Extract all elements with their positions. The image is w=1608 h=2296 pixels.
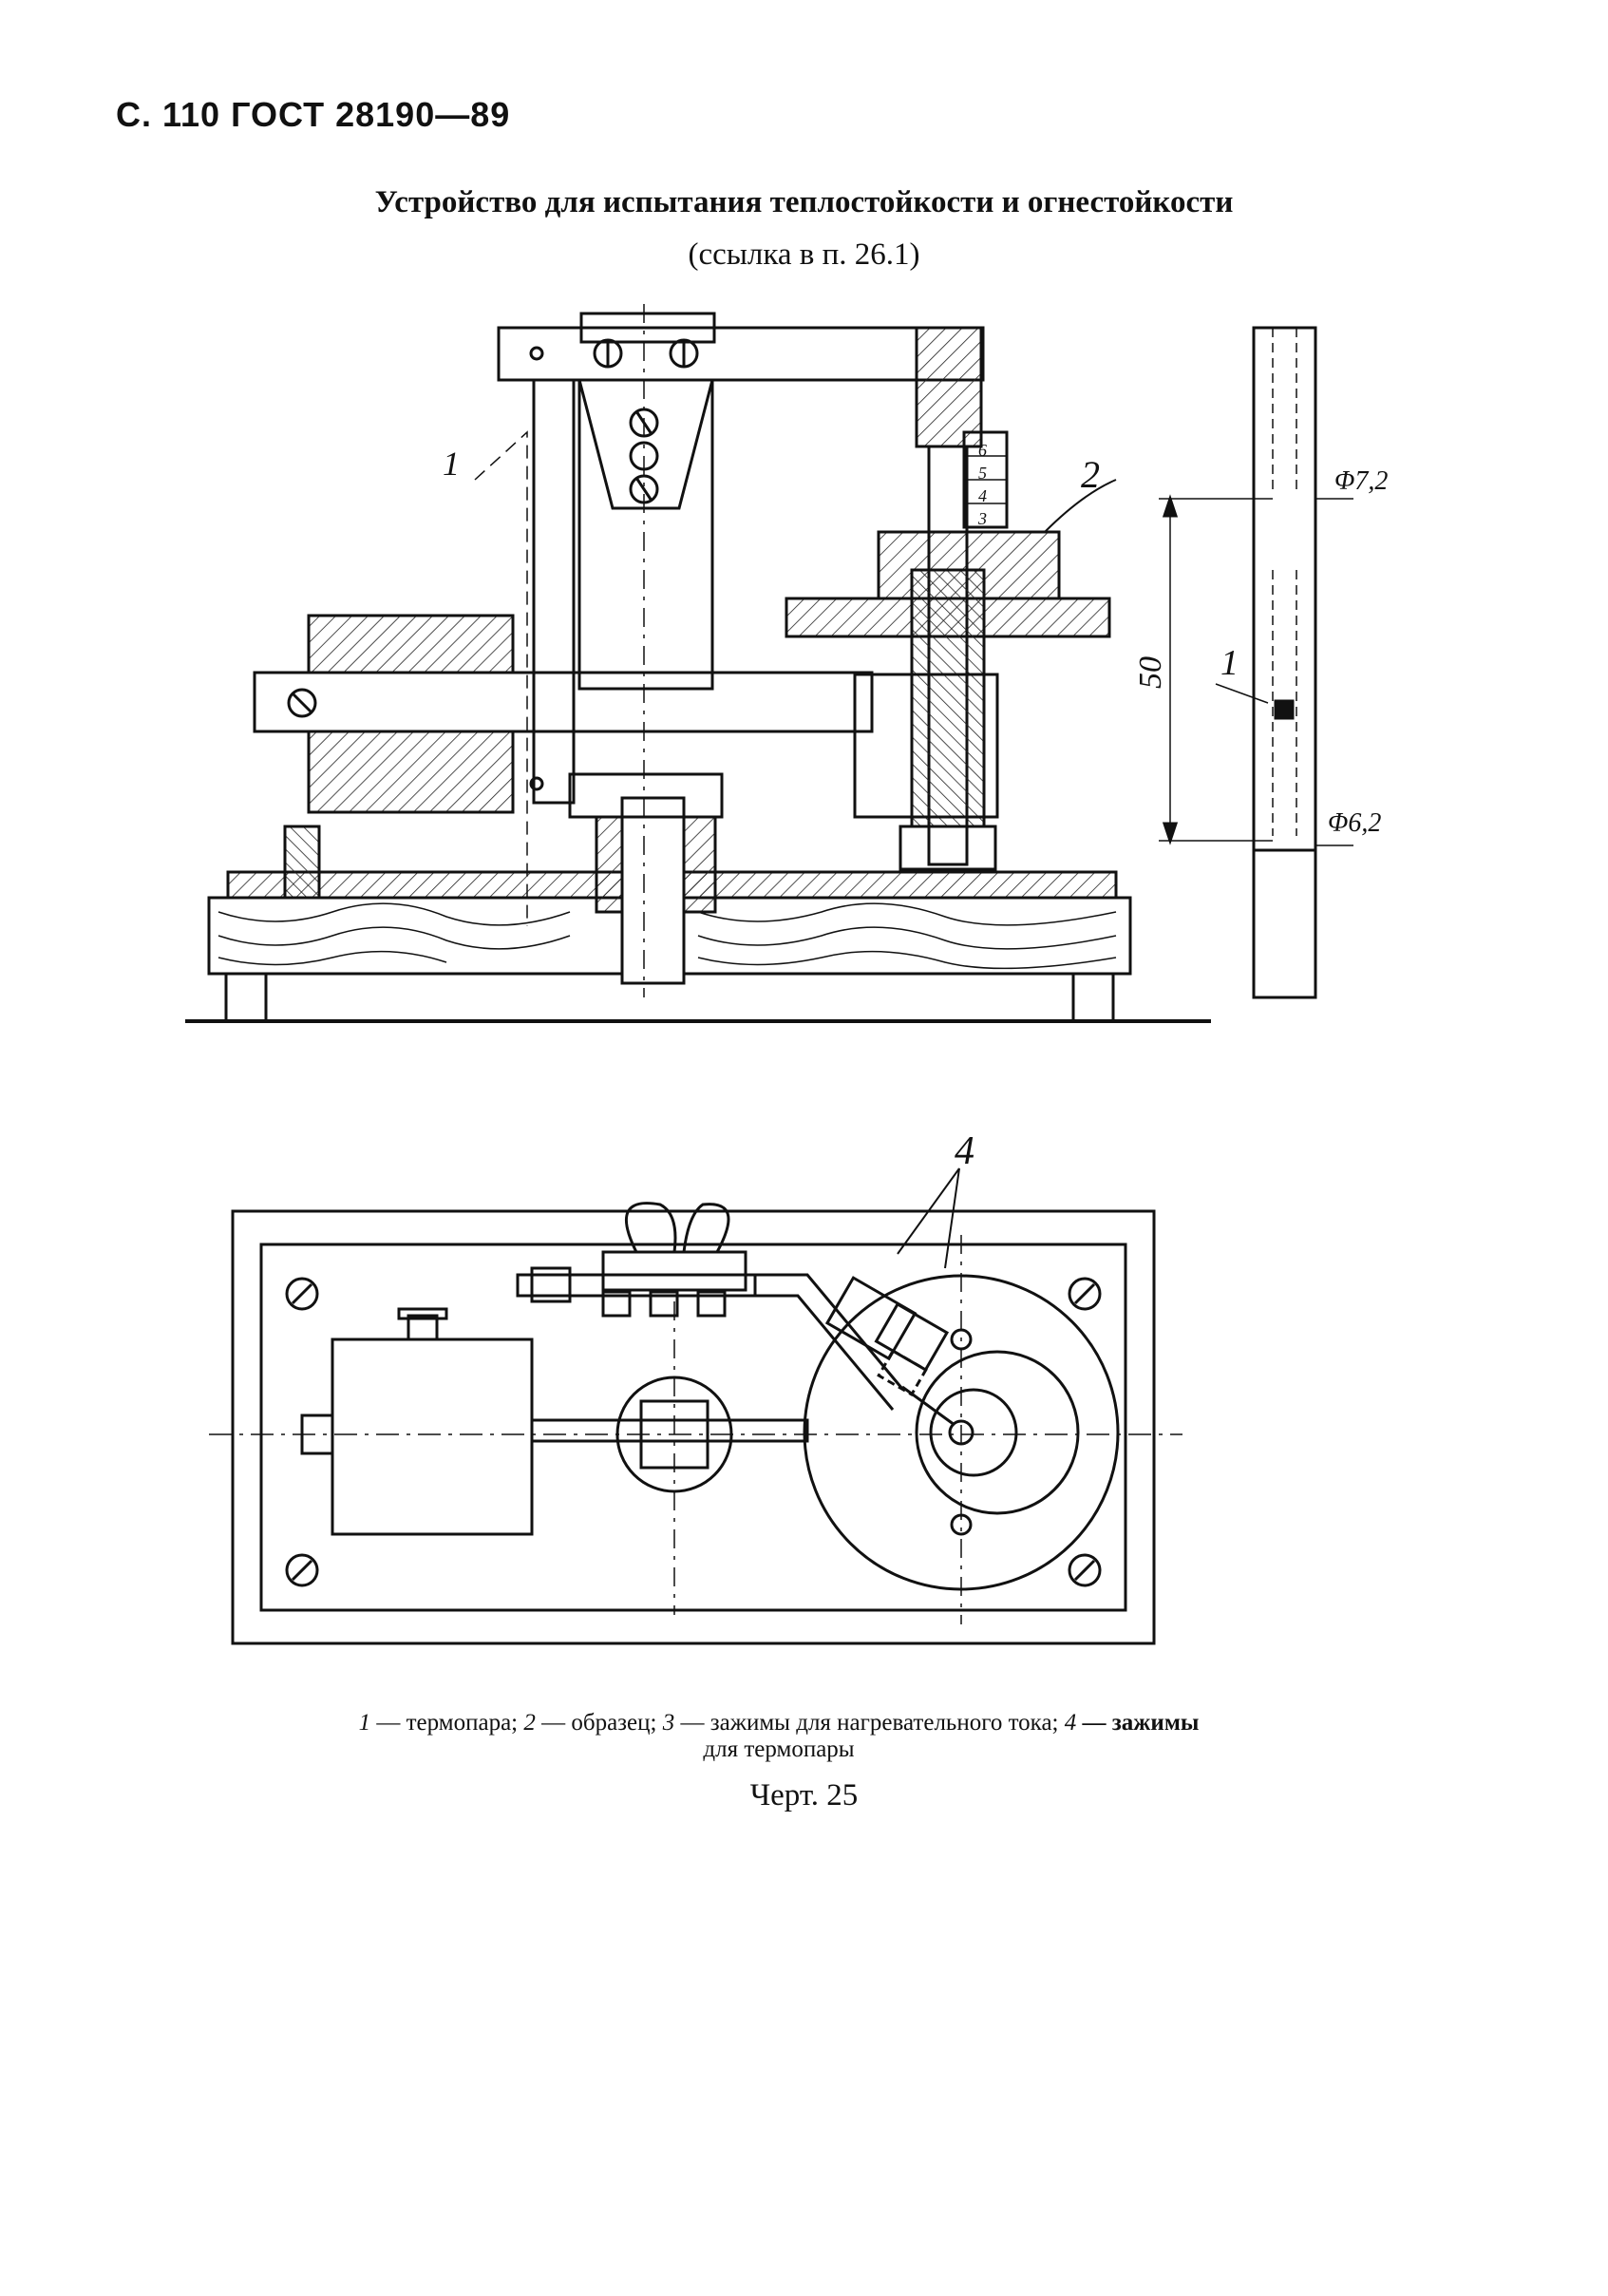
callout-4: 4 xyxy=(955,1129,974,1173)
figure-label: Черт. 25 xyxy=(749,1778,859,1812)
callout-1-side: 1 xyxy=(443,445,460,483)
legend-tail: для термопары xyxy=(703,1736,855,1762)
dimension-d72: Φ7,2 xyxy=(1334,466,1388,496)
plan-view xyxy=(209,1167,1182,1645)
scale-3: 3 xyxy=(977,509,987,528)
dimension-d62: Φ6,2 xyxy=(1328,808,1381,838)
figure-caption: 1 — термопара; 2 — образец; 3 — зажимы д… xyxy=(161,1710,1396,1763)
legend-num-1: 1 xyxy=(358,1710,371,1736)
page-header: С. 110 ГОСТ 28190—89 xyxy=(116,95,511,134)
legend-text-3: — зажимы для нагревательного тока; xyxy=(680,1710,1059,1736)
legend-line: 1 — термопара; 2 — образец; 3 — зажимы д… xyxy=(161,1710,1396,1736)
callout-2: 2 xyxy=(1081,453,1100,496)
legend-text-1: — термопара; xyxy=(376,1710,519,1736)
legend-num-3: 3 xyxy=(662,1710,675,1736)
dimension-50: 50 xyxy=(1133,656,1168,689)
scale-5: 5 xyxy=(978,464,987,483)
legend-text-2: — образец; xyxy=(541,1710,657,1736)
legend-text-4: — зажимы xyxy=(1082,1710,1200,1736)
figure-title: Устройство для испытания теплостойкости … xyxy=(374,185,1234,219)
scale-4: 4 xyxy=(978,486,987,505)
legend-num-2: 2 xyxy=(523,1710,536,1736)
callout-1-detail: 1 xyxy=(1220,643,1239,683)
legend-num-4: 4 xyxy=(1064,1710,1077,1736)
figure-subtitle: (ссылка в п. 26.1) xyxy=(688,237,920,272)
side-view xyxy=(185,304,1353,1023)
scale-6: 6 xyxy=(978,441,987,460)
